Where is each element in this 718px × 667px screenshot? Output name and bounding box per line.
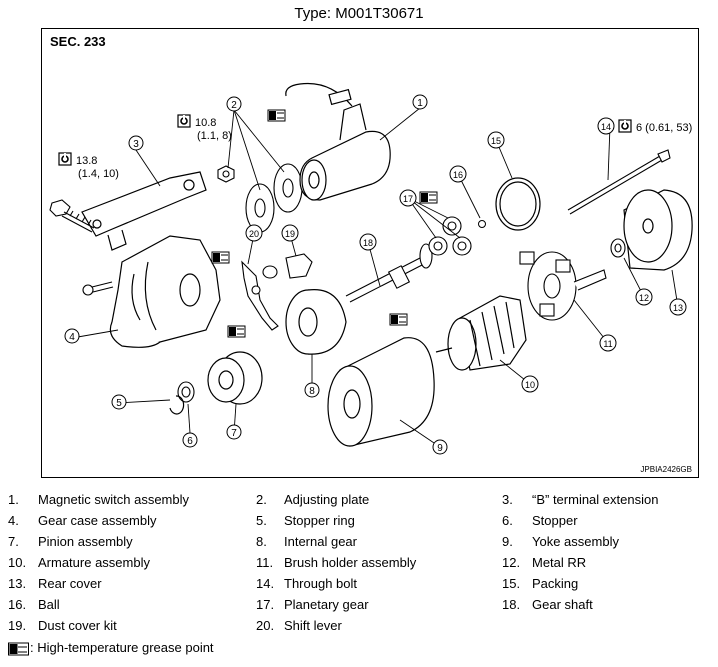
svg-text:20: 20 xyxy=(249,229,259,239)
yoke-assembly xyxy=(327,337,435,447)
svg-text:6: 6 xyxy=(187,436,193,447)
brush-holder xyxy=(519,251,607,321)
svg-text:15: 15 xyxy=(491,136,501,146)
torque-2-value: 10.8 xyxy=(195,117,216,129)
svg-text:16: 16 xyxy=(453,170,463,180)
svg-text:2: 2 xyxy=(231,100,237,111)
grease-icon-3 xyxy=(227,325,246,338)
exploded-view-diagram: 13.8 (1.4, 10) 10.8 (1.1, 8) 6 (0.61, 53… xyxy=(49,82,693,455)
gear-case xyxy=(109,235,221,348)
callout-2: 2 xyxy=(226,96,242,112)
stopper-ring xyxy=(169,395,185,415)
svg-text:14: 14 xyxy=(601,122,611,132)
callout-11: 11 xyxy=(599,334,617,352)
adjusting-plates xyxy=(245,163,303,233)
torque-icon-2 xyxy=(177,114,191,128)
svg-text:18: 18 xyxy=(363,238,373,248)
callout-14: 14 xyxy=(597,117,615,135)
callout-16: 16 xyxy=(449,165,467,183)
callout-10: 10 xyxy=(521,375,539,393)
torque-1-value: 13.8 xyxy=(76,155,97,167)
torque-icon-3 xyxy=(618,119,632,133)
magnetic-switch xyxy=(285,82,391,201)
svg-text:7: 7 xyxy=(231,428,237,439)
callout-3: 3 xyxy=(128,135,144,151)
gear-case-screw xyxy=(82,281,114,296)
armature-assembly xyxy=(435,295,527,371)
svg-text:11: 11 xyxy=(603,339,612,349)
callout-17: 17 xyxy=(399,189,417,207)
callout-8: 8 xyxy=(304,382,320,398)
svg-text:12: 12 xyxy=(639,293,649,303)
grease-icon-4 xyxy=(419,191,438,204)
torque-3-value: 6 (0.61, 53) xyxy=(636,122,692,134)
grease-icon-5 xyxy=(389,313,408,326)
terminal-nut xyxy=(217,165,235,183)
svg-text:19: 19 xyxy=(285,229,295,239)
callout-6: 6 xyxy=(182,432,198,448)
b-terminal-extension xyxy=(81,171,207,251)
gear-shaft xyxy=(345,243,433,303)
callout-5: 5 xyxy=(111,394,127,410)
grease-icon-2 xyxy=(211,251,230,264)
grease-note-text: : High-temperature grease point xyxy=(30,640,214,655)
callout-19: 19 xyxy=(281,224,299,242)
ball xyxy=(478,220,486,228)
terminal-bolt xyxy=(49,199,95,233)
callout-4: 4 xyxy=(64,328,80,344)
dust-cover-kit xyxy=(262,253,313,279)
shift-lever xyxy=(241,260,279,331)
torque-2-sub: (1.1, 8) xyxy=(197,130,232,142)
svg-text:3: 3 xyxy=(133,139,139,150)
grease-icon xyxy=(8,642,29,656)
callout-18: 18 xyxy=(359,233,377,251)
svg-text:17: 17 xyxy=(403,194,413,204)
callout-15: 15 xyxy=(487,131,505,149)
grease-note: : High-temperature grease point xyxy=(8,640,214,656)
callout-7: 7 xyxy=(226,424,242,440)
through-bolt xyxy=(567,149,671,215)
stopper xyxy=(177,381,195,403)
internal-gear xyxy=(285,289,347,355)
diagram-frame: SEC. 233 JPBIA2426GB xyxy=(41,28,699,478)
callout-13: 13 xyxy=(669,298,687,316)
figure-id: JPBIA2426GB xyxy=(640,465,692,474)
svg-text:8: 8 xyxy=(309,386,315,397)
svg-text:5: 5 xyxy=(116,398,122,409)
svg-text:4: 4 xyxy=(69,332,75,343)
page-title: Type: M001T30671 xyxy=(294,5,424,22)
callout-1: 1 xyxy=(412,94,428,110)
callout-12: 12 xyxy=(635,288,653,306)
grease-icon-1 xyxy=(267,109,286,122)
rear-cover xyxy=(623,189,693,271)
pinion-assembly xyxy=(207,351,263,405)
torque-icon-1 xyxy=(58,152,72,166)
section-label: SEC. 233 xyxy=(50,34,106,49)
torque-1-sub: (1.4, 10) xyxy=(78,168,119,180)
metal-rr xyxy=(610,238,626,258)
svg-text:9: 9 xyxy=(437,443,443,454)
callout-9: 9 xyxy=(432,439,448,455)
svg-text:1: 1 xyxy=(417,98,423,109)
svg-text:10: 10 xyxy=(525,380,535,390)
packing xyxy=(495,177,541,231)
svg-text:13: 13 xyxy=(673,303,683,313)
callout-20: 20 xyxy=(245,224,263,242)
planetary-gears xyxy=(428,216,472,256)
